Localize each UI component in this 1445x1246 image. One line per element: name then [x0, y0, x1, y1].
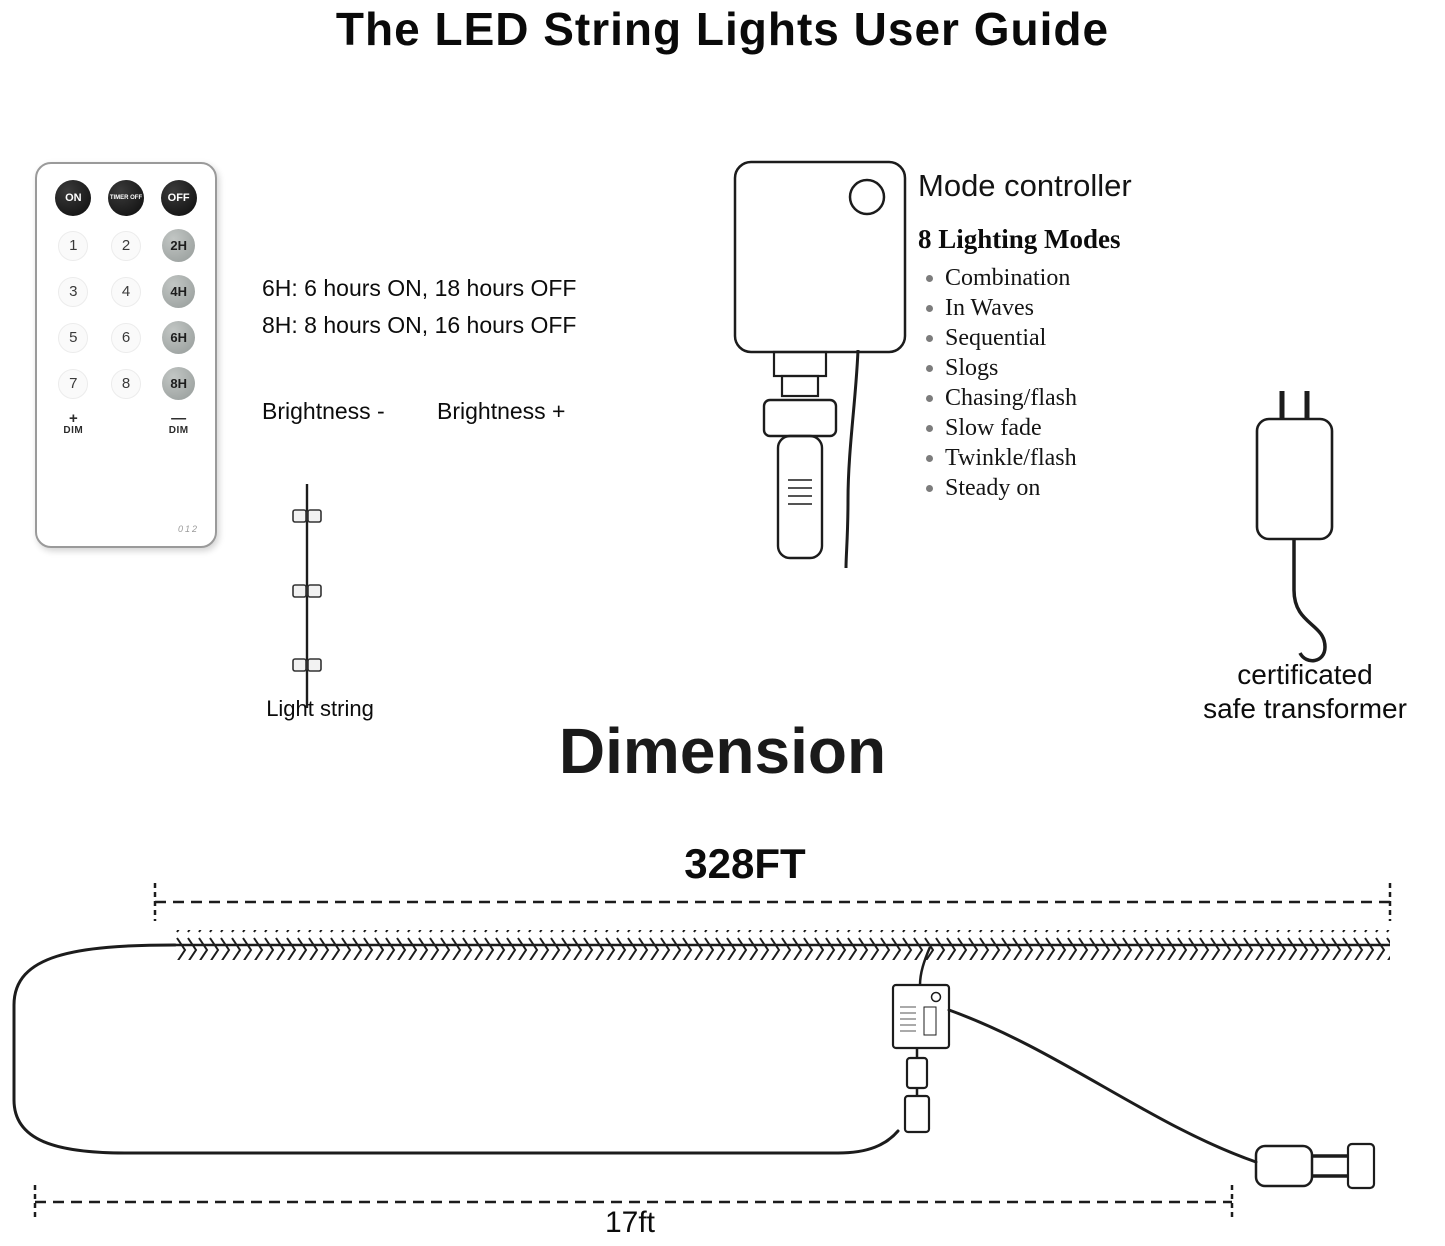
- bullet-dot: [926, 304, 933, 312]
- remote-on-button: ON: [55, 180, 92, 216]
- lighting-mode-label: Sequential: [945, 325, 1047, 351]
- lighting-mode-item: Steady on: [918, 473, 1198, 503]
- controller-mode-button: [848, 178, 886, 216]
- controller-cable: [844, 349, 860, 569]
- lighting-mode-item: In Waves: [918, 293, 1198, 323]
- lighting-mode-item: Slogs: [918, 353, 1198, 383]
- total-length-label: 328FT: [684, 840, 806, 887]
- timer-info-line-6h: 6H: 6 hours ON, 18 hours OFF: [262, 275, 577, 301]
- controller-box: [733, 160, 907, 354]
- remote-timer-off-button: TIMER OFF: [107, 180, 144, 216]
- brightness-minus-label: Brightness -: [262, 398, 385, 424]
- bullet-dot: [926, 274, 933, 282]
- remote-number-button-2: 2: [110, 230, 141, 261]
- remote-timer-2h-button: 2H: [162, 229, 196, 262]
- lighting-mode-label: Steady on: [945, 475, 1041, 501]
- dim-minus-sign: —: [171, 410, 187, 427]
- bullet-dot: [926, 364, 933, 372]
- lighting-mode-label: Chasing/flash: [945, 385, 1077, 411]
- transformer-label-line2: safe transformer: [1203, 693, 1407, 724]
- remote-control: ON TIMER OFF OFF 1 2 2H 3 4 4H 5 6 6H 7 …: [35, 162, 217, 548]
- lighting-mode-item: Chasing/flash: [918, 383, 1198, 413]
- timer-info: 6H: 6 hours ON, 18 hours OFF 8H: 8 hours…: [262, 270, 576, 344]
- remote-dim-minus: — DIM: [168, 410, 189, 437]
- mode-controller-section: Mode controller 8 Lighting Modes Combina…: [918, 168, 1198, 503]
- remote-number-button-8: 8: [110, 368, 141, 399]
- remote-number-button-7: 7: [58, 368, 89, 399]
- string-lights-band: [175, 930, 1390, 960]
- light-string-label: Light string: [266, 696, 374, 721]
- lead-wire: [12, 943, 900, 1155]
- light-bulb-pair: [292, 584, 322, 598]
- lighting-mode-label: Slogs: [945, 355, 999, 381]
- plug-wire: [947, 1008, 1258, 1164]
- dim-minus-label: DIM: [168, 425, 189, 436]
- remote-number-button-4: 4: [110, 276, 141, 307]
- remote-dim-plus: + DIM: [63, 410, 84, 437]
- bullet-dot: [926, 334, 933, 342]
- dimension-diagram: [12, 883, 1392, 1219]
- remote-number-button-5: 5: [58, 322, 89, 353]
- timer-info-line-8h: 8H: 8 hours ON, 16 hours OFF: [262, 312, 577, 338]
- mode-controller-title: Mode controller: [918, 168, 1132, 203]
- remote-timer-6h-button: 6H: [162, 321, 196, 354]
- page-title: The LED String Lights User Guide: [335, 3, 1110, 55]
- remote-number-button-3: 3: [58, 276, 89, 307]
- transformer-label-line1: certificated: [1237, 659, 1373, 690]
- remote-button-grid: ON TIMER OFF OFF 1 2 2H 3 4 4H 5 6 6H 7 …: [37, 164, 215, 437]
- dim-plus-sign: +: [68, 410, 78, 427]
- lighting-mode-label: Combination: [945, 265, 1071, 291]
- dim-plus-label: DIM: [63, 425, 84, 436]
- bullet-dot: [926, 394, 933, 402]
- brightness-plus-label: Brightness +: [437, 398, 566, 424]
- controller-plug-barrel: [776, 434, 824, 560]
- bullet-dot: [926, 424, 933, 432]
- dimension-title: Dimension: [558, 715, 887, 787]
- lighting-mode-label: In Waves: [945, 295, 1034, 321]
- bullet-dot: [926, 484, 933, 492]
- transformer-body: [1255, 417, 1334, 541]
- remote-number-button-6: 6: [110, 322, 141, 353]
- lighting-modes-heading: 8 Lighting Modes: [918, 224, 1121, 254]
- string-to-box-wire: [918, 946, 932, 986]
- lighting-mode-label: Slow fade: [945, 415, 1042, 441]
- mode-controller-illustration: [733, 160, 907, 569]
- power-plug-body: [1254, 1144, 1314, 1188]
- lighting-mode-item: Sequential: [918, 323, 1198, 353]
- bullet-dot: [926, 454, 933, 462]
- light-bulb-pair: [292, 509, 322, 523]
- lighting-mode-item: Combination: [918, 263, 1198, 293]
- power-plug-tip: [1346, 1142, 1376, 1190]
- inline-controller-box: [891, 983, 951, 1050]
- lighting-modes-list: Combination In Waves Sequential Slogs Ch…: [918, 263, 1198, 503]
- lead-length-label: 17ft: [604, 1206, 656, 1239]
- connector-upper: [905, 1056, 929, 1090]
- connector-lower: [903, 1094, 931, 1134]
- transformer-label: certificated safe transformer: [1165, 658, 1445, 726]
- lighting-mode-item: Twinkle/flash: [918, 443, 1198, 473]
- transformer-cable: [1292, 539, 1327, 663]
- transformer-illustration: [1255, 391, 1334, 663]
- remote-off-button: OFF: [160, 180, 197, 216]
- light-bulb-pair: [292, 658, 322, 672]
- light-string-illustration: [292, 484, 322, 708]
- remote-model-number: 012: [177, 524, 199, 534]
- lighting-mode-item: Slow fade: [918, 413, 1198, 443]
- remote-number-button-1: 1: [58, 230, 89, 261]
- remote-timer-8h-button: 8H: [162, 367, 196, 400]
- lighting-mode-label: Twinkle/flash: [945, 445, 1077, 471]
- remote-timer-4h-button: 4H: [162, 275, 196, 308]
